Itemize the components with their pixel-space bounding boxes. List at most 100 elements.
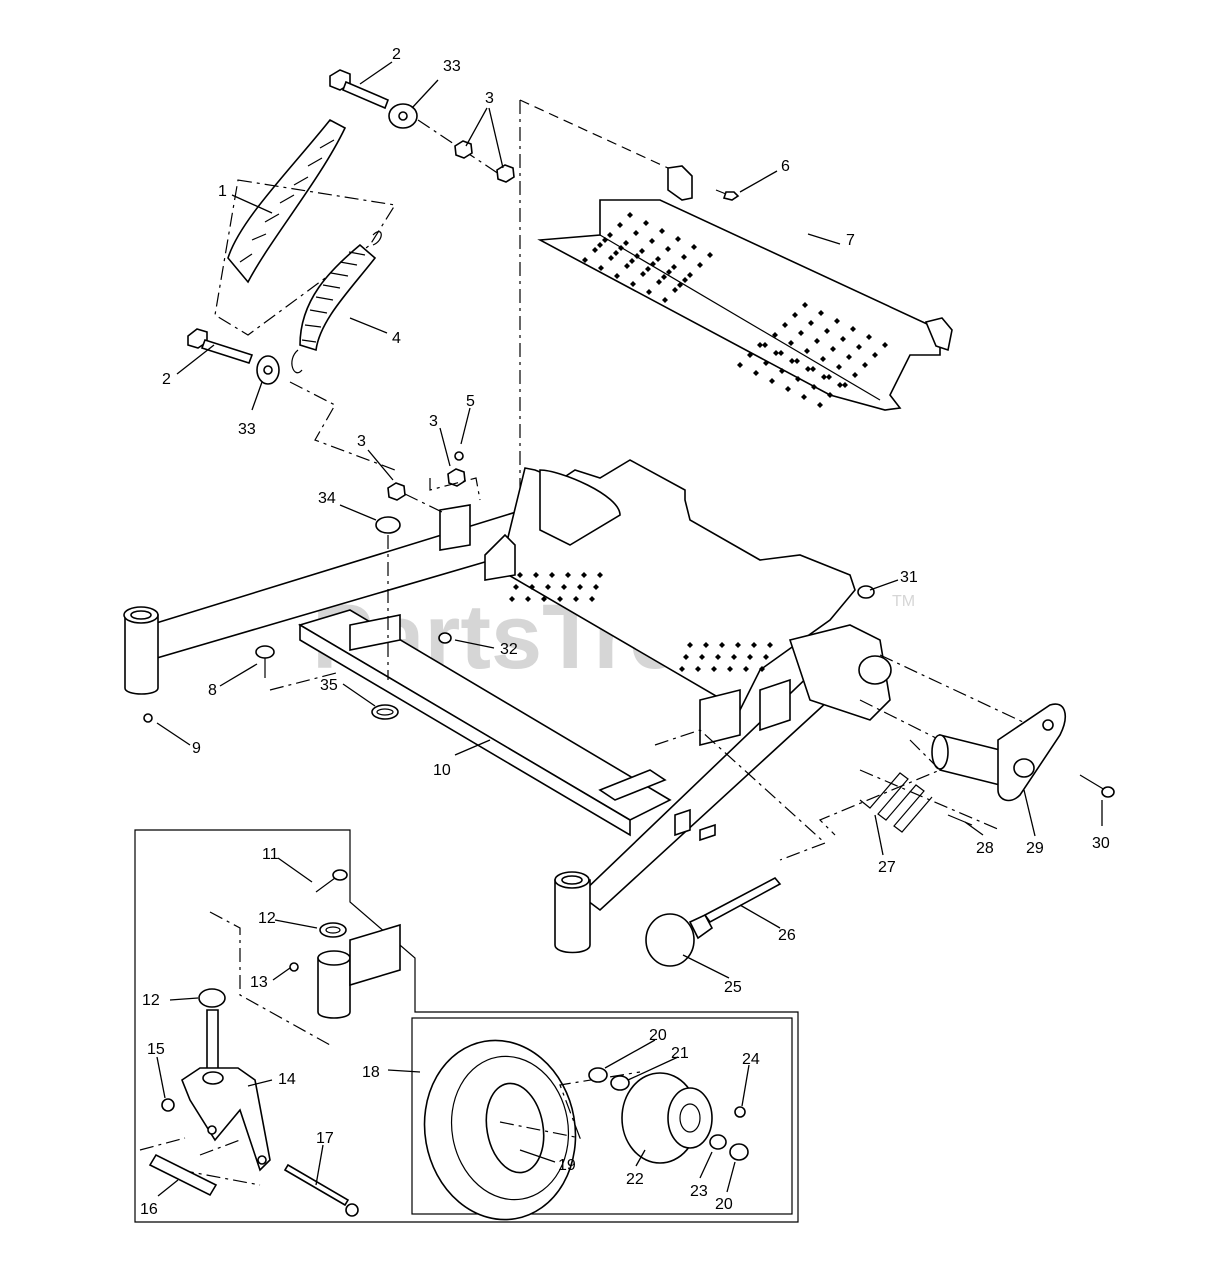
perforation-hole xyxy=(592,247,598,253)
perforation-hole xyxy=(779,368,785,374)
callout-8: 8 xyxy=(208,682,217,699)
screw-5[interactable] xyxy=(454,451,464,461)
perforation-hole xyxy=(650,261,656,267)
perforation-hole xyxy=(846,354,852,360)
centerline-nut-3c xyxy=(404,493,443,513)
perforation-hole xyxy=(557,596,563,602)
perforation-hole xyxy=(820,356,826,362)
perforation-hole xyxy=(687,642,693,648)
hub-22[interactable] xyxy=(621,1072,713,1164)
nut-15[interactable] xyxy=(161,1098,175,1112)
perforation-hole xyxy=(671,264,677,270)
perforation-hole xyxy=(623,240,629,246)
main-frame-10[interactable] xyxy=(123,459,892,954)
callout-2: 2 xyxy=(392,46,401,63)
nut-3-c[interactable] xyxy=(387,482,406,501)
bolt-8[interactable] xyxy=(255,645,275,678)
centerline-upper xyxy=(417,119,506,179)
nut-31[interactable] xyxy=(857,585,875,599)
nut-3-a[interactable] xyxy=(454,140,473,159)
callout-20: 20 xyxy=(649,1027,667,1044)
perforation-hole xyxy=(627,212,633,218)
footrest-plate-7[interactable] xyxy=(537,165,953,411)
perforation-hole xyxy=(785,386,791,392)
perforation-hole xyxy=(645,266,651,272)
screw-6[interactable] xyxy=(715,189,740,201)
perforation-hole xyxy=(804,348,810,354)
callout-19: 19 xyxy=(558,1157,576,1174)
bolt-17[interactable] xyxy=(283,1163,359,1217)
washer-12-top[interactable] xyxy=(319,922,347,938)
fitting-24[interactable] xyxy=(734,1106,746,1118)
perforation-hole xyxy=(769,378,775,384)
callout-17: 17 xyxy=(316,1130,334,1147)
perforation-hole xyxy=(703,642,709,648)
spacer-16[interactable] xyxy=(148,1153,218,1197)
bearing-21[interactable] xyxy=(610,1075,630,1091)
spacer-23[interactable] xyxy=(709,1134,727,1150)
knob-25[interactable] xyxy=(645,913,714,967)
perforation-hole xyxy=(617,222,623,228)
perforation-hole xyxy=(517,572,523,578)
deck-holes xyxy=(509,572,773,672)
wheel-tire-19[interactable] xyxy=(411,1028,590,1231)
callout-32: 32 xyxy=(500,641,518,658)
washer-33-top-hole xyxy=(398,111,408,121)
callout-20: 20 xyxy=(715,1196,733,1213)
callout-16: 16 xyxy=(140,1201,158,1218)
perforation-hole xyxy=(699,654,705,660)
perforation-hole xyxy=(715,654,721,660)
callout-27: 27 xyxy=(878,859,896,876)
perforation-hole xyxy=(753,370,759,376)
perforation-hole xyxy=(719,642,725,648)
rod-26[interactable] xyxy=(703,876,782,924)
perforation-hole xyxy=(659,228,665,234)
perforation-hole xyxy=(593,584,599,590)
perforation-hole xyxy=(577,584,583,590)
bolt-2-lower[interactable] xyxy=(187,328,254,364)
callout-25: 25 xyxy=(724,979,742,996)
perforation-hole xyxy=(731,654,737,660)
bearing-20-bottom[interactable] xyxy=(729,1143,749,1161)
spring-4[interactable] xyxy=(291,231,382,374)
screw-13[interactable] xyxy=(289,962,299,972)
screw-30[interactable] xyxy=(1079,774,1115,798)
perforation-hole xyxy=(541,596,547,602)
bearing-20-top[interactable] xyxy=(588,1067,608,1083)
perforation-hole xyxy=(782,322,788,328)
perforation-hole xyxy=(614,273,620,279)
callout-21: 21 xyxy=(671,1045,689,1062)
perforation-hole xyxy=(763,360,769,366)
pin-28[interactable] xyxy=(947,814,973,826)
ring-35[interactable] xyxy=(371,704,399,720)
nut-9[interactable] xyxy=(143,713,153,723)
caster-fork-14[interactable] xyxy=(181,1009,271,1172)
perforation-hole xyxy=(711,666,717,672)
perforation-hole xyxy=(817,402,823,408)
nut-32[interactable] xyxy=(438,632,452,644)
pin-29[interactable] xyxy=(931,703,1066,802)
perforation-hole xyxy=(691,244,697,250)
caster-mount-tube[interactable] xyxy=(317,923,401,1019)
bolt-2-top[interactable] xyxy=(329,69,390,110)
perforation-hole xyxy=(682,277,688,283)
perforation-hole xyxy=(683,654,689,660)
pin-11[interactable] xyxy=(315,869,348,893)
perforation-hole xyxy=(737,362,743,368)
perforation-hole xyxy=(597,572,603,578)
callout-23: 23 xyxy=(690,1183,708,1200)
perforation-hole xyxy=(763,654,769,660)
perforation-hole xyxy=(545,584,551,590)
nut-3-b[interactable] xyxy=(496,164,515,183)
bushing-34[interactable] xyxy=(375,516,401,534)
perforation-hole xyxy=(834,318,840,324)
callout-30: 30 xyxy=(1092,835,1110,852)
spring-cover-1[interactable] xyxy=(227,118,347,284)
bushing-12-lower[interactable] xyxy=(198,988,226,1008)
perforation-hole xyxy=(789,358,795,364)
washer-33-lower-hole xyxy=(263,365,273,375)
perforation-hole xyxy=(808,320,814,326)
callout-1: 1 xyxy=(218,183,227,200)
spring-27[interactable] xyxy=(859,772,933,833)
callout-10: 10 xyxy=(433,762,451,779)
